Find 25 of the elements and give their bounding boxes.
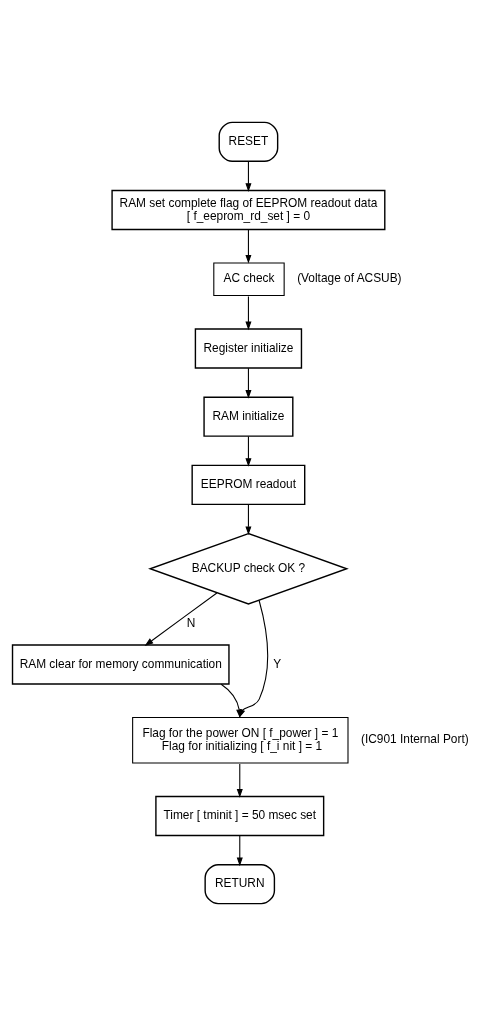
node-label: (IC901 Internal Port)	[360, 731, 469, 746]
node-box: RAM set complete flag of EEPROM readout data [ f_eeprom_rd_set ] = 0	[111, 189, 386, 230]
node-box: RETURN	[204, 863, 276, 904]
arrow	[245, 228, 252, 264]
node-box: EEPROM readout	[191, 464, 306, 505]
node-box: RAM initialize	[203, 396, 294, 437]
arrow	[245, 295, 252, 330]
node-box: RAM clear for memory communication	[11, 643, 230, 685]
node-label: (Voltage of ACSUB)	[297, 270, 402, 285]
edge-label: N	[186, 616, 196, 630]
node-diamond: BACKUP check OK ?	[148, 532, 349, 605]
arrow	[220, 683, 243, 718]
arrow	[245, 367, 252, 399]
arrow	[144, 591, 218, 646]
arrow	[236, 834, 243, 866]
node-box: Register initialize	[194, 327, 303, 369]
node-box: Flag for the power ON [ f_power ] = 1 Flag for initializing [ f_i nit ] = 1	[132, 716, 349, 764]
arrow	[236, 763, 243, 798]
node-box: AC check	[213, 261, 285, 296]
arrow	[245, 503, 252, 535]
arrow	[245, 160, 252, 192]
node-box: RESET	[218, 121, 279, 162]
arrow	[245, 435, 252, 467]
node-box: Timer [ tminit ] = 50 msec set	[155, 795, 325, 836]
edge-label: Y	[273, 656, 281, 671]
